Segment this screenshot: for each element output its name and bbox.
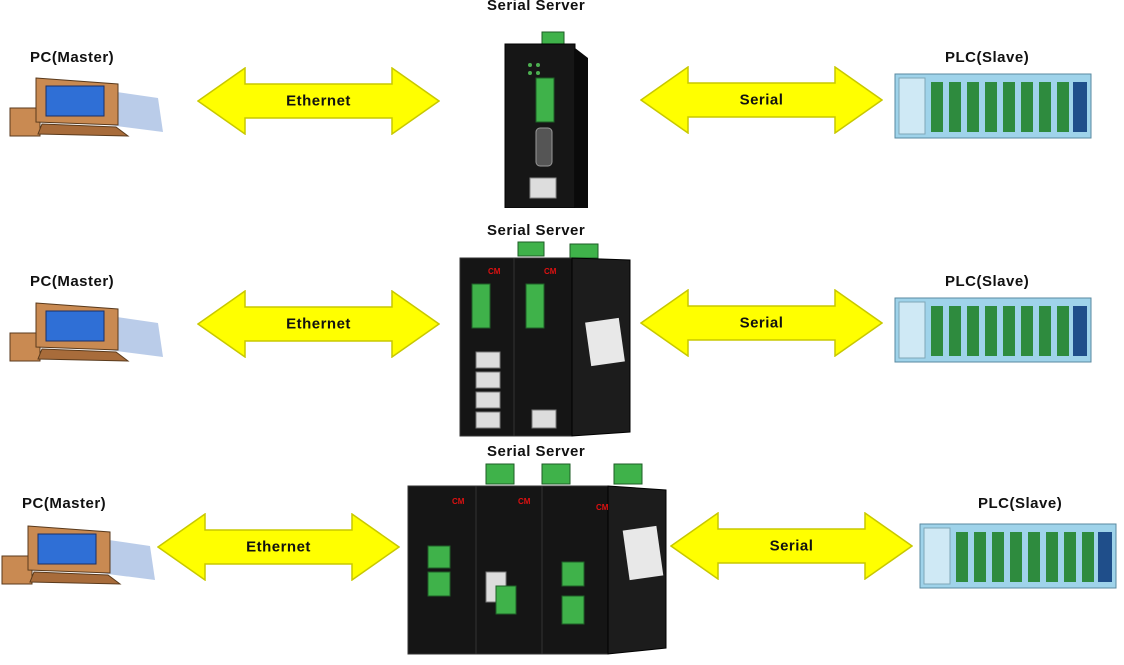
ethernet-label: Ethernet (286, 92, 351, 110)
server-label: Serial Server (487, 222, 586, 239)
plc-slave-icon (893, 290, 1098, 366)
master-label: PC(Master) (22, 495, 107, 512)
svg-text:CM: CM (452, 497, 465, 506)
pc-master-icon (0, 518, 160, 588)
ethernet-arrow: Ethernet (197, 290, 440, 358)
serial-arrow: Serial (640, 66, 883, 134)
svg-text:CM: CM (518, 497, 531, 506)
server-label: Serial Server (487, 0, 586, 14)
svg-text:CM: CM (596, 503, 609, 512)
serial-label: Serial (739, 314, 784, 332)
slave-label: PLC(Slave) (945, 273, 1030, 290)
row-2: Serial Server PC(Master) PLC(Slave) Ethe… (0, 220, 1124, 437)
serial-server-device: CM CM CM (400, 462, 670, 660)
pc-master-icon (8, 70, 168, 140)
serial-arrow: Serial (640, 289, 883, 357)
ethernet-label: Ethernet (246, 538, 311, 556)
slave-label: PLC(Slave) (978, 495, 1063, 512)
row-3: Serial Server PC(Master) PLC(Slave) Ethe… (0, 440, 1124, 660)
row-1: Serial Server PC(Master) PLC(Slave) Ethe… (0, 0, 1124, 215)
ethernet-arrow: Ethernet (197, 67, 440, 135)
serial-label: Serial (739, 91, 784, 109)
pc-master-icon (8, 295, 168, 365)
serial-arrow: Serial (670, 512, 913, 580)
serial-server-device: CM CM (458, 240, 633, 440)
ethernet-arrow: Ethernet (157, 513, 400, 581)
plc-slave-icon (893, 66, 1098, 142)
svg-text:CM: CM (544, 267, 557, 276)
master-label: PC(Master) (30, 49, 115, 66)
serial-label: Serial (769, 537, 814, 555)
slave-label: PLC(Slave) (945, 49, 1030, 66)
plc-slave-icon (918, 516, 1123, 592)
serial-server-device (500, 30, 590, 209)
master-label: PC(Master) (30, 273, 115, 290)
server-label: Serial Server (487, 443, 586, 460)
svg-text:CM: CM (488, 267, 501, 276)
ethernet-label: Ethernet (286, 315, 351, 333)
